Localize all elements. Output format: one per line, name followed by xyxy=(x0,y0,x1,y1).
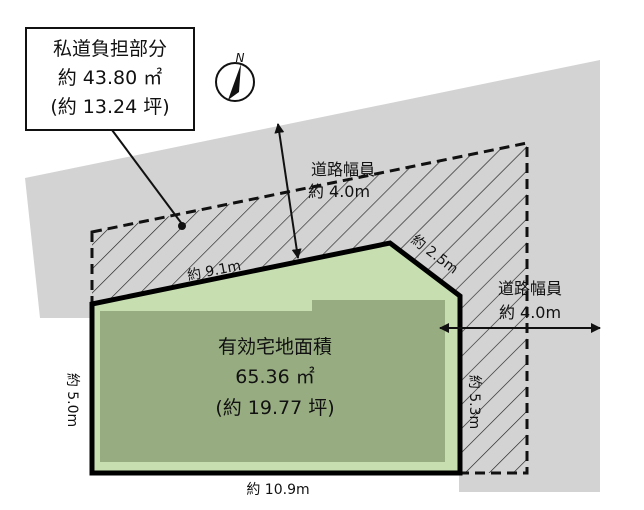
dimension-left-edge: 約 5.0m xyxy=(64,373,80,427)
compass: N xyxy=(215,51,255,102)
road-width-top-value: 約 4.0m xyxy=(308,182,370,201)
lot-area-sqm: 65.36 ㎡ xyxy=(235,365,314,388)
private-road-title: 私道負担部分 xyxy=(53,38,167,60)
private-road-area-sqm: 約 43.80 ㎡ xyxy=(58,66,162,89)
lot-title: 有効宅地面積 xyxy=(218,336,332,358)
road-width-top-label: 道路幅員 xyxy=(311,160,375,179)
road-width-right-value: 約 4.0m xyxy=(499,303,561,322)
lot-area-tsubo: (約 19.77 坪) xyxy=(215,397,334,419)
north-label: N xyxy=(236,51,245,65)
private-road-area-tsubo: (約 13.24 坪) xyxy=(50,96,169,118)
callout-leader xyxy=(111,129,183,225)
north-arrow-icon xyxy=(228,64,241,100)
lot-inner-shade xyxy=(100,300,445,462)
private-road-hatch xyxy=(92,143,527,473)
road-width-top-arrow xyxy=(274,123,302,259)
dimension-bottom-edge: 約 10.9m xyxy=(246,482,309,498)
dimension-right-edge: 約 5.3m xyxy=(466,375,482,429)
callout-dot xyxy=(178,222,186,230)
road-width-right-label: 道路幅員 xyxy=(498,279,562,298)
lot-boundary xyxy=(89,240,463,476)
private-road-callout-box xyxy=(25,27,195,131)
